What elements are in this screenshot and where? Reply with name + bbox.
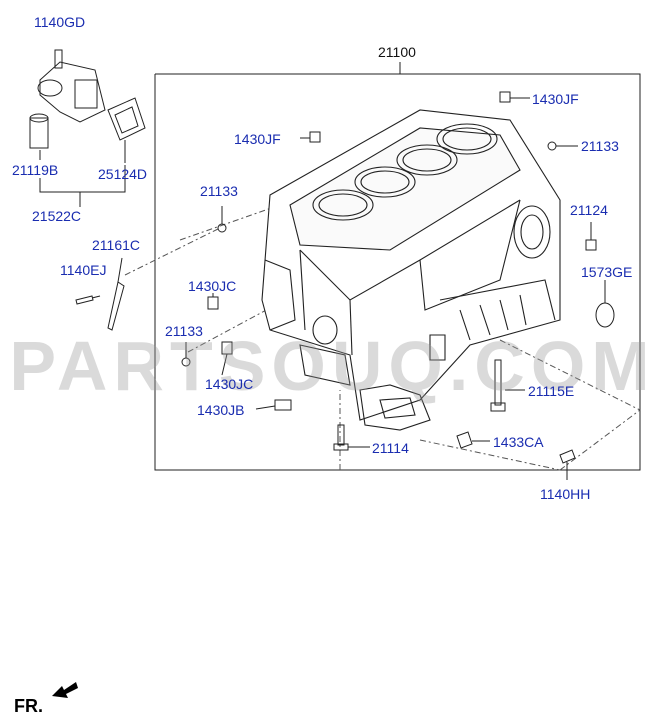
part-label-1430JF-top[interactable]: 1430JF — [532, 91, 579, 107]
oil-level-gauge — [107, 281, 125, 331]
gasket — [107, 97, 146, 141]
part-label-21124[interactable]: 21124 — [570, 202, 608, 218]
part-label-21119B[interactable]: 21119B — [12, 162, 59, 178]
part-label-1140HH[interactable]: 1140HH — [540, 486, 591, 502]
part-label-1430JC-upper[interactable]: 1430JC — [188, 278, 237, 294]
part-label-1573GE[interactable]: 1573GE — [581, 264, 633, 280]
part-label-1430JF-left[interactable]: 1430JF — [234, 131, 281, 147]
part-label-21161C[interactable]: 21161C — [92, 237, 141, 253]
plug-21119B — [29, 113, 49, 149]
part-label-21100[interactable]: 21100 — [378, 44, 416, 60]
part-label-21115E[interactable]: 21115E — [528, 383, 575, 399]
part-label-21114[interactable]: 21114 — [372, 440, 409, 456]
cylinder-block — [261, 109, 561, 431]
part-label-25124D[interactable]: 25124D — [98, 166, 148, 182]
front-direction-label: FR. — [14, 696, 43, 716]
part-label-21133-mid[interactable]: 21133 — [200, 183, 238, 199]
part-label-1433CA[interactable]: 1433CA — [493, 434, 544, 450]
part-label-21133-lower[interactable]: 21133 — [165, 323, 203, 339]
assembly-frame — [154, 73, 641, 471]
part-label-1140EJ[interactable]: 1140EJ — [60, 262, 107, 278]
part-label-1140GD[interactable]: 1140GD — [34, 14, 86, 30]
part-label-1430JC-lower[interactable]: 1430JC — [205, 376, 254, 392]
part-label-21133-right[interactable]: 21133 — [581, 138, 619, 154]
part-label-21522C[interactable]: 21522C — [32, 208, 82, 224]
oil-filter-bracket — [37, 49, 106, 123]
part-label-1430JB[interactable]: 1430JB — [197, 402, 245, 418]
arrow-icon — [52, 682, 78, 698]
